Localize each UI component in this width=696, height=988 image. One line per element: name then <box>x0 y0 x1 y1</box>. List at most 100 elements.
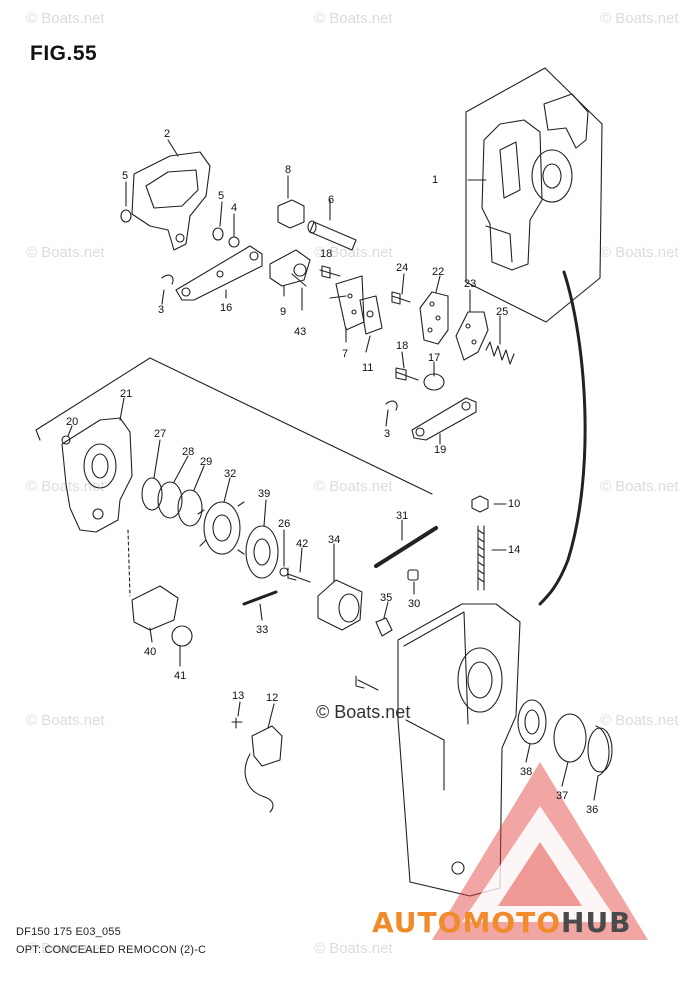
watermark-text: © Boats.net <box>314 940 393 957</box>
callout-22: 22 <box>432 266 445 278</box>
callout-35: 35 <box>380 592 393 604</box>
callout-41: 41 <box>174 670 187 682</box>
watermark-text: © Boats.net <box>600 244 679 261</box>
part-20-bolt <box>61 435 71 445</box>
assembly-boundary-tick <box>35 429 41 441</box>
automotohub-wordmark: AUTOMOTOHUB <box>372 906 632 939</box>
part-40-clamp <box>131 585 179 631</box>
callout-32: 32 <box>224 468 237 480</box>
watermark-text: © Boats.net <box>600 712 679 729</box>
part-3-clip <box>385 400 398 411</box>
callout-14: 14 <box>508 544 521 556</box>
callout-27: 27 <box>154 428 167 440</box>
callout-12: 12 <box>266 692 279 704</box>
automotohub-logo <box>432 762 648 940</box>
part-10-nut <box>471 495 489 513</box>
watermark-text: © Boats.net <box>26 712 105 729</box>
brand-part-b: HUB <box>561 906 632 939</box>
callout-5: 5 <box>218 190 225 202</box>
part-8-knob <box>277 199 305 229</box>
watermark-text: © Boats.net <box>600 10 679 27</box>
part-36-circlip <box>587 727 613 773</box>
part-25-spring <box>485 341 515 365</box>
part-30-cap <box>407 569 419 581</box>
watermark-text: © Boats.net <box>314 244 393 261</box>
part-5-ring <box>212 227 224 241</box>
part-37-ring <box>553 713 587 763</box>
callout-3: 3 <box>158 304 165 316</box>
center-watermark: © Boats.net <box>316 702 411 722</box>
callout-24: 24 <box>396 262 409 274</box>
callout-3: 3 <box>384 428 391 440</box>
assembly-boundary-line <box>35 357 433 495</box>
part-screw <box>355 675 379 691</box>
part-38-bearing <box>517 699 547 745</box>
callout-18: 18 <box>320 248 333 260</box>
callout-36: 36 <box>586 804 599 816</box>
callout-9: 9 <box>280 306 287 318</box>
part-9-cam <box>269 249 311 287</box>
part-13-screw <box>231 717 243 729</box>
callout-16: 16 <box>220 302 233 314</box>
figure-code: DF150 175 E03_055 <box>16 926 121 938</box>
callout-28: 28 <box>182 446 195 458</box>
callout-39: 39 <box>258 488 271 500</box>
callout-5: 5 <box>122 170 129 182</box>
watermark-text: © Boats.net <box>314 478 393 495</box>
callout-33: 33 <box>256 624 269 636</box>
part-11-lever <box>359 295 383 335</box>
part-23-cam-plate <box>455 311 489 361</box>
watermark-text: © Boats.net <box>26 244 105 261</box>
part-28-ring <box>157 481 183 519</box>
part-2-bracket <box>131 151 211 251</box>
callout-13: 13 <box>232 690 245 702</box>
callout-40: 40 <box>144 646 157 658</box>
part-16-link <box>175 245 263 301</box>
callout-23: 23 <box>464 278 477 290</box>
part-41-ring <box>171 625 193 647</box>
part-27-ring <box>141 477 163 511</box>
part-3-clip <box>161 274 174 285</box>
main-housing <box>397 603 521 897</box>
part-4-washer <box>228 236 240 248</box>
callout-37: 37 <box>556 790 569 802</box>
callout-21: 21 <box>120 388 133 400</box>
callout-31: 31 <box>396 510 409 522</box>
watermark-text: © Boats.net <box>26 940 105 957</box>
part-39-washer <box>245 525 279 579</box>
callout-19: 19 <box>434 444 447 456</box>
part-19-link <box>411 397 477 441</box>
part-18-screw <box>319 265 341 279</box>
part-5-ring <box>120 209 132 223</box>
callout-4: 4 <box>231 202 238 214</box>
inset-box-part-1 <box>465 67 603 323</box>
assembly-arrow <box>538 270 587 606</box>
part-33-pin <box>242 590 278 606</box>
callout-38: 38 <box>520 766 533 778</box>
callout-17: 17 <box>428 352 441 364</box>
part-42-pin <box>287 567 311 583</box>
part-1-remote-control <box>481 93 589 271</box>
callout-10: 10 <box>508 498 521 510</box>
part-12-switch <box>244 725 283 813</box>
part-32-gear <box>197 501 245 555</box>
part-21-cover <box>61 417 133 533</box>
callout-8: 8 <box>285 164 292 176</box>
part-24-screw <box>391 291 411 305</box>
callout-29: 29 <box>200 456 213 468</box>
part-6-shaft <box>307 220 357 251</box>
part-18-screw <box>395 367 419 381</box>
part-29-ring <box>177 489 203 527</box>
callout-43: 43 <box>294 326 307 338</box>
callout-30: 30 <box>408 598 421 610</box>
part-35-bushing <box>375 617 393 637</box>
brand-part-a: AUTOMOTO <box>372 906 562 939</box>
callout-20: 20 <box>66 416 79 428</box>
callout-42: 42 <box>296 538 309 550</box>
watermark-text: © Boats.net <box>600 478 679 495</box>
watermark-text: © Boats.net <box>26 10 105 27</box>
callout-11: 11 <box>362 362 374 374</box>
part-26-ring <box>279 567 289 577</box>
watermark-text: © Boats.net <box>314 10 393 27</box>
